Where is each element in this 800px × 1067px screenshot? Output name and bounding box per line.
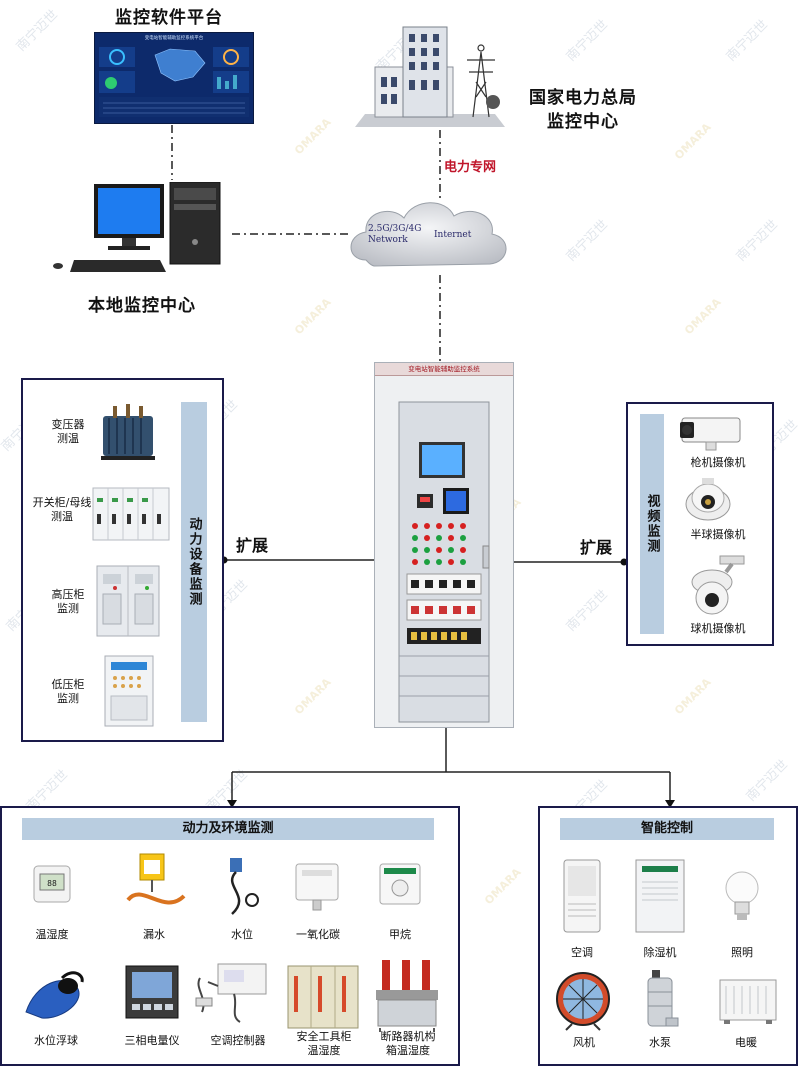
platform-screen: 变电站智能辅助监控系统平台 xyxy=(94,32,254,124)
cabinet-header: 变电站智能辅助监控系统 xyxy=(375,363,513,376)
transformer-label: 变压器 测温 xyxy=(51,418,85,445)
dehumidifier-icon xyxy=(635,859,685,933)
tool-cabinet-label: 安全工具柜 温湿度 xyxy=(296,1030,352,1057)
water-level-label: 水位 xyxy=(231,928,253,941)
float-ball-icon xyxy=(25,971,84,1019)
power-equipment-title-bar: 动力设备监测 xyxy=(181,402,207,722)
tool-cabinet-icon xyxy=(287,965,359,1029)
video-monitoring-title-bar: 视频监测 xyxy=(640,414,664,634)
power-equipment-panel: 动力设备监测 变压器 测温 开关柜/母线 测温 高压柜 监测 低压柜 监测 xyxy=(21,378,224,742)
power-equipment-title: 动力设备监测 xyxy=(186,517,202,607)
carbon-monoxide-label: 一氧化碳 xyxy=(296,928,340,941)
left-expand-label: 扩展 xyxy=(236,536,269,555)
svg-text:88: 88 xyxy=(47,879,57,888)
speed-dome-camera-label: 球机摄像机 xyxy=(690,622,746,635)
temp-humidity-label: 温湿度 xyxy=(35,928,69,941)
float-ball-label: 水位浮球 xyxy=(34,1034,78,1047)
water-leak-label: 漏水 xyxy=(143,928,165,941)
methane-sensor-icon xyxy=(379,863,421,905)
ac-controller-label: 空调控制器 xyxy=(210,1034,266,1047)
lighting-label: 照明 xyxy=(731,946,753,959)
dehumidifier-label: 除湿机 xyxy=(643,946,677,959)
cabinet-body-graphic xyxy=(398,401,490,723)
state-grid-center-label: 国家电力总局 监控中心 xyxy=(523,86,643,134)
right-expand-label: 扩展 xyxy=(580,538,613,557)
fan-icon xyxy=(556,972,610,1031)
hv-cabinet-icon xyxy=(96,565,160,637)
local-pc-icon xyxy=(53,182,221,272)
smart-control-title: 智能控制 xyxy=(560,818,774,840)
video-monitoring-panel: 视频监测 枪机摄像机 半球摄像机 球机摄像机 xyxy=(626,402,774,646)
power-network-label: 电力专网 xyxy=(444,160,497,175)
power-meter-icon xyxy=(125,965,179,1019)
state-grid-building-icon xyxy=(355,26,505,127)
smart-control-panel: 智能控制 空调 除湿机 照明 风机 水泵 电暖 xyxy=(538,806,798,1066)
carbon-monoxide-sensor-icon xyxy=(295,863,339,911)
video-monitoring-title: 视频监测 xyxy=(644,494,660,554)
bullet-camera-label: 枪机摄像机 xyxy=(690,456,746,469)
lv-cabinet-icon xyxy=(104,655,154,727)
local-center-label: 本地监控中心 xyxy=(88,296,196,316)
air-conditioner-label: 空调 xyxy=(571,946,593,959)
cloud-network-icon xyxy=(350,202,507,267)
environment-monitoring-panel: 动力及环境监测 88 温湿度 漏水 水位 一氧化碳 甲烷 水位浮球 xyxy=(0,806,460,1066)
transformer-icon xyxy=(101,404,155,460)
power-meter-label: 三相电量仪 xyxy=(124,1034,180,1047)
water-pump-label: 水泵 xyxy=(649,1036,671,1049)
hv-cabinet-label: 高压柜 监测 xyxy=(51,588,85,615)
speed-dome-camera-icon xyxy=(691,555,745,615)
cloud-network-text: 2.5G/3G/4G Network xyxy=(368,224,422,245)
ac-controller-icon xyxy=(195,963,267,1023)
platform-dashboard-graphic xyxy=(99,47,249,117)
fan-label: 风机 xyxy=(573,1036,595,1049)
water-leak-sensor-icon xyxy=(126,853,186,905)
electric-heater-label: 电暖 xyxy=(735,1036,757,1049)
software-platform-title: 监控软件平台 xyxy=(115,8,223,28)
bullet-camera-icon xyxy=(680,417,741,451)
monitoring-cabinet: 变电站智能辅助监控系统 xyxy=(374,362,514,728)
platform-screen-title: 变电站智能辅助监控系统平台 xyxy=(144,36,204,41)
lighting-bulb-icon xyxy=(725,871,759,920)
dome-camera-label: 半球摄像机 xyxy=(690,528,746,541)
environment-monitoring-title: 动力及环境监测 xyxy=(22,818,434,840)
water-level-sensor-icon xyxy=(230,858,259,915)
state-grid-line1: 国家电力总局 xyxy=(529,88,637,108)
methane-label: 甲烷 xyxy=(389,928,411,941)
breaker-box-icon xyxy=(376,960,438,1032)
dome-camera-icon xyxy=(685,478,731,521)
air-conditioner-icon xyxy=(563,859,601,933)
electric-heater-icon xyxy=(719,979,777,1024)
breaker-box-label: 断路器机构 箱温湿度 xyxy=(380,1030,436,1057)
cloud-internet-text: Internet xyxy=(434,230,472,240)
lv-cabinet-label: 低压柜 监测 xyxy=(51,678,85,705)
switchgear-icon xyxy=(92,487,170,541)
water-pump-icon xyxy=(647,970,679,1027)
temp-humidity-sensor-icon: 88 xyxy=(33,865,71,903)
switchgear-label: 开关柜/母线 测温 xyxy=(32,496,92,523)
state-grid-line2: 监控中心 xyxy=(547,112,619,132)
